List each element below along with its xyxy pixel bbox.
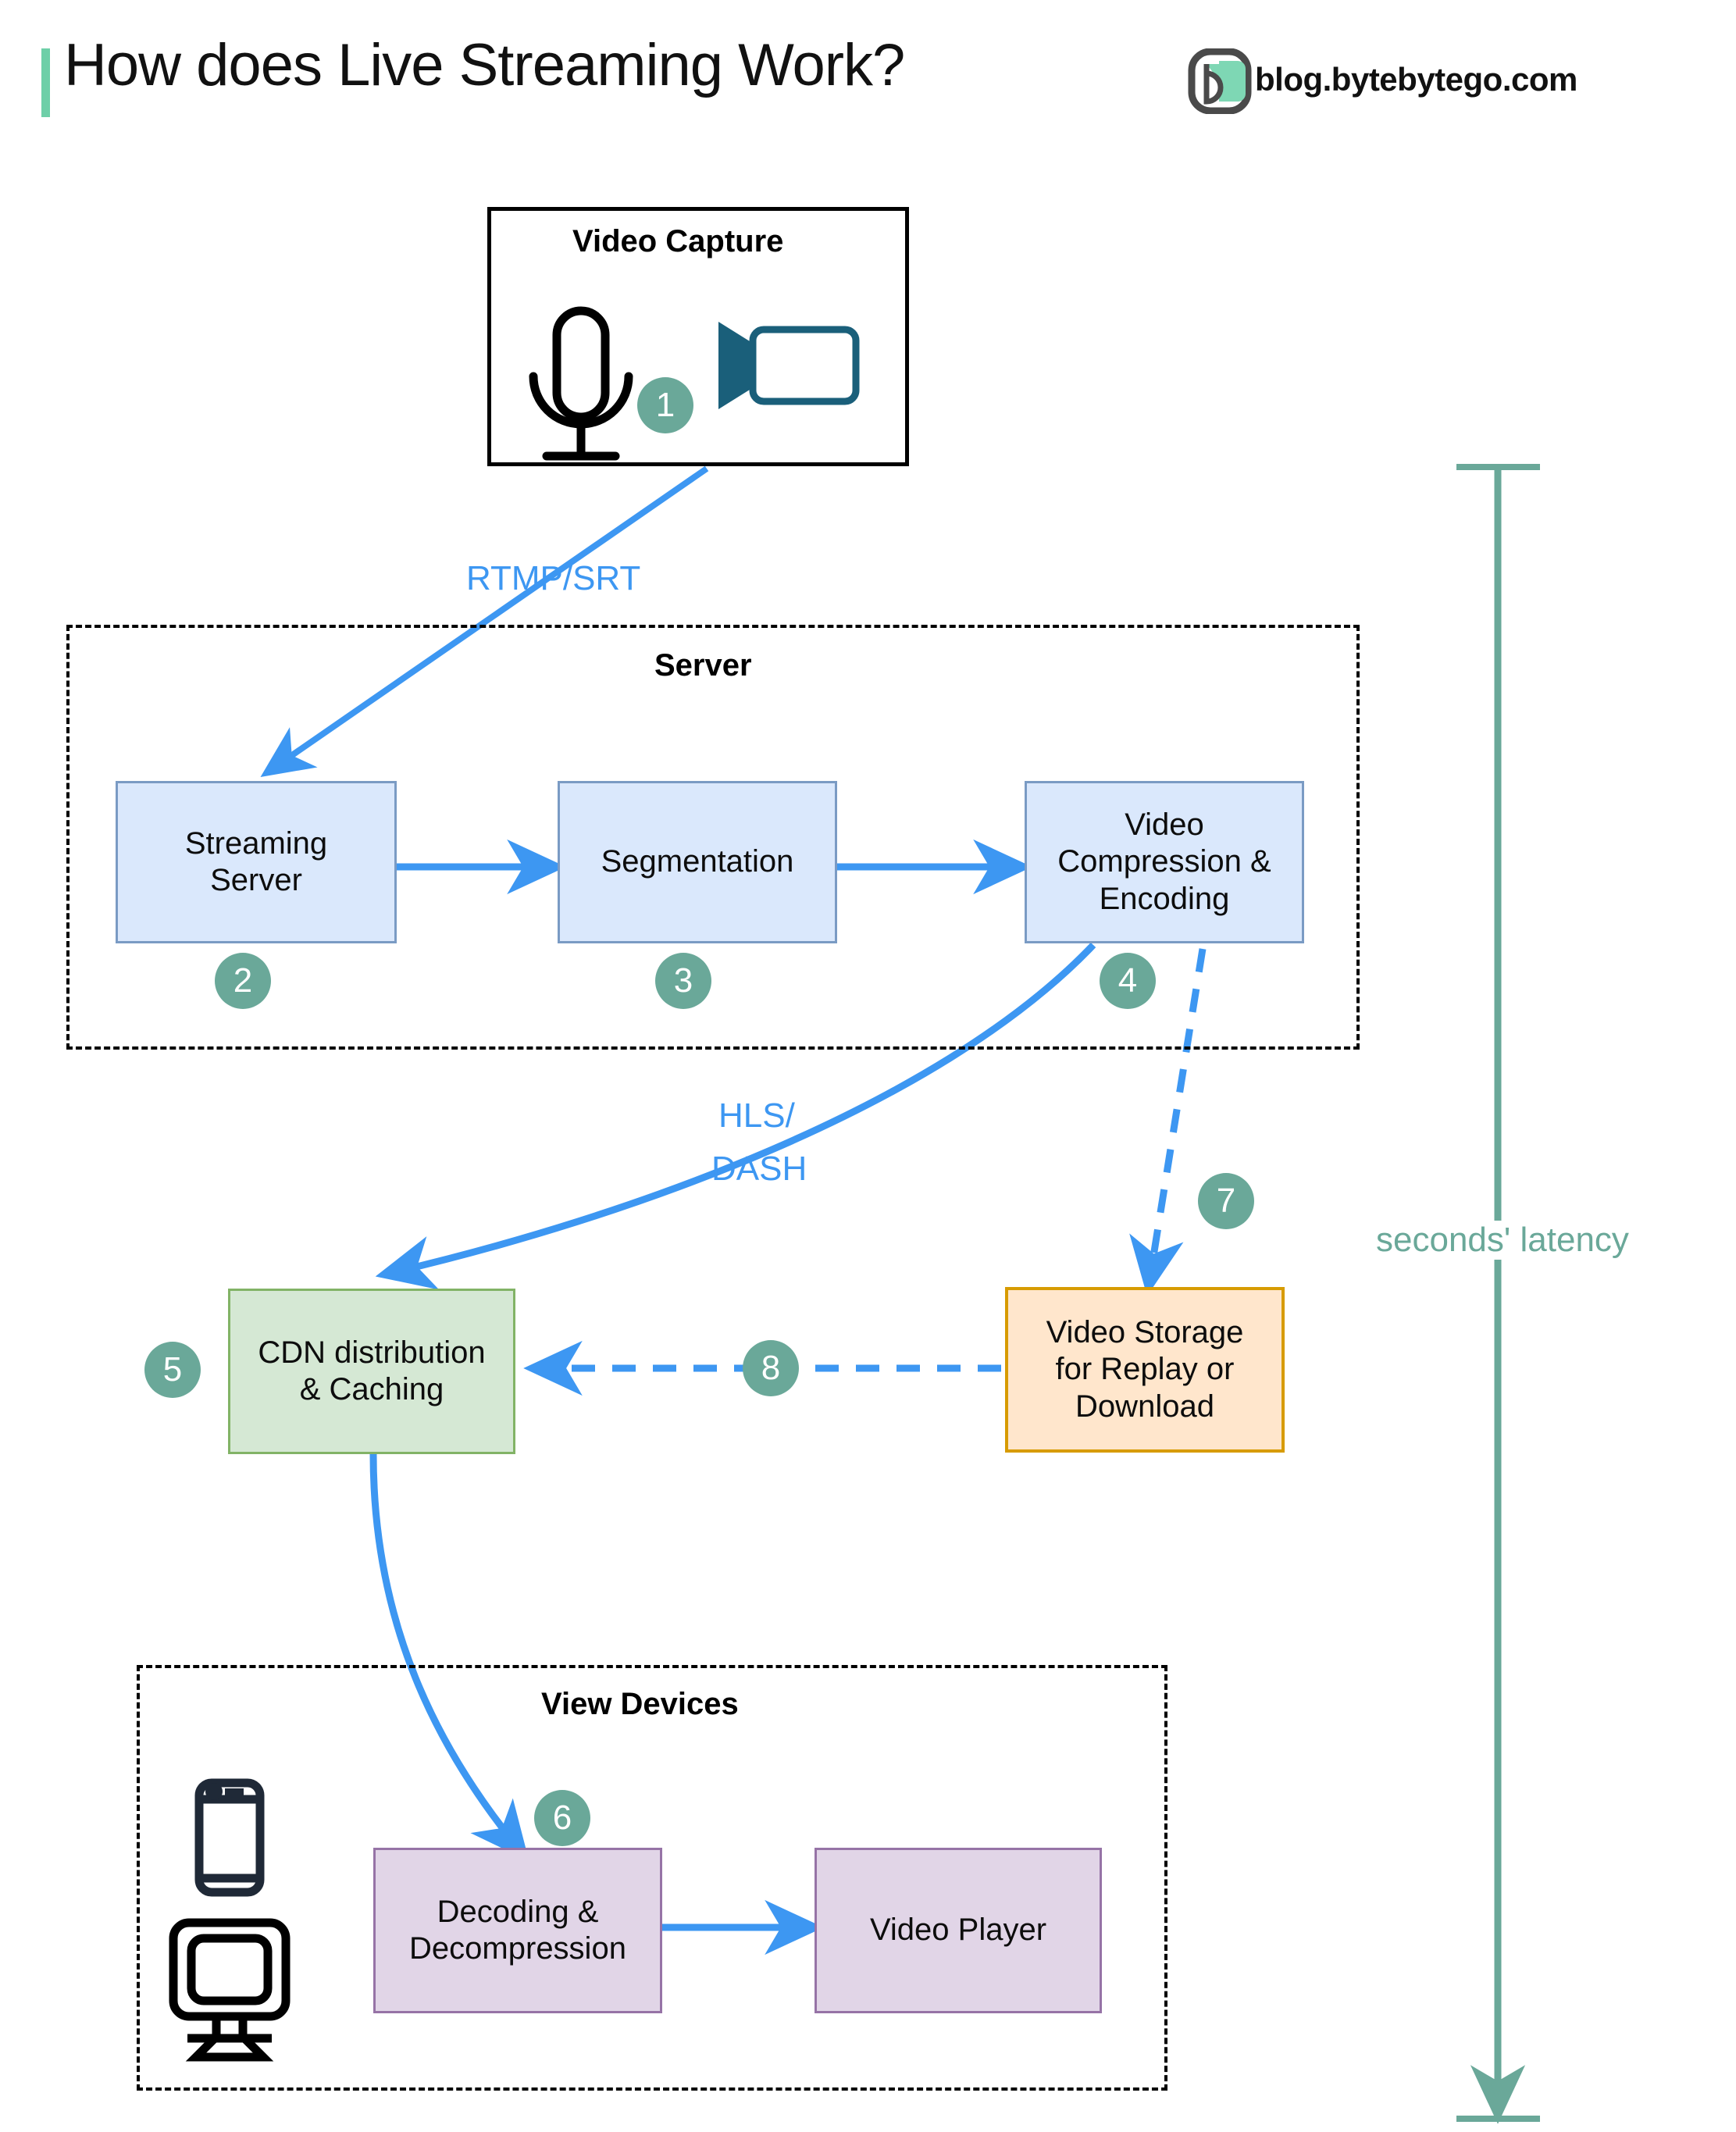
- edge-label-dash: DASH: [711, 1150, 807, 1188]
- node-video-player-label: Video Player: [869, 1913, 1047, 1948]
- node-segmentation-label: Segmentation: [601, 844, 794, 879]
- node-video-compression: Video Compression & Encoding: [1025, 781, 1304, 943]
- badge-step-3: 3: [655, 953, 711, 1009]
- node-cdn-label: CDN distribution & Caching: [258, 1335, 486, 1406]
- edge-label-rtmp-srt: RTMP/SRT: [466, 559, 641, 597]
- badge-step-4: 4: [1100, 953, 1156, 1009]
- latency-scale-label: seconds' latency: [1371, 1221, 1634, 1260]
- video-capture-title: Video Capture: [572, 224, 784, 258]
- node-decoding-label: Decoding & Decompression: [409, 1894, 626, 1966]
- node-video-storage: Video Storage for Replay or Download: [1005, 1287, 1285, 1453]
- node-streaming-server-label: Streaming Server: [184, 825, 328, 897]
- server-group-title: Server: [654, 648, 752, 683]
- edge-label-hls: HLS/: [718, 1096, 795, 1135]
- title-accent-bar: [41, 48, 50, 117]
- node-video-compression-label: Video Compression & Encoding: [1057, 808, 1271, 916]
- badge-step-1: 1: [637, 377, 693, 433]
- blog-domain-label: blog.bytebytego.com: [1255, 61, 1577, 98]
- desktop-monitor-icon: [169, 1918, 291, 2062]
- badge-step-7: 7: [1198, 1173, 1254, 1229]
- node-decoding: Decoding & Decompression: [373, 1848, 662, 2013]
- group-view-devices: [137, 1665, 1167, 2091]
- badge-step-8: 8: [743, 1340, 799, 1396]
- node-video-storage-label: Video Storage for Replay or Download: [1046, 1315, 1244, 1424]
- node-segmentation: Segmentation: [558, 781, 837, 943]
- node-video-player: Video Player: [815, 1848, 1102, 2013]
- bytebytego-logo-icon: [1188, 48, 1252, 115]
- view-devices-group-title: View Devices: [541, 1687, 739, 1721]
- microphone-icon: [529, 306, 633, 461]
- smartphone-icon: [194, 1778, 265, 1897]
- page-title: How does Live Streaming Work?: [64, 32, 905, 98]
- badge-step-5: 5: [144, 1342, 201, 1398]
- camcorder-icon: [718, 322, 860, 409]
- group-server: [66, 625, 1360, 1050]
- node-streaming-server: Streaming Server: [116, 781, 397, 943]
- node-cdn: CDN distribution & Caching: [228, 1289, 515, 1454]
- badge-step-2: 2: [215, 953, 271, 1009]
- badge-step-6: 6: [534, 1790, 590, 1846]
